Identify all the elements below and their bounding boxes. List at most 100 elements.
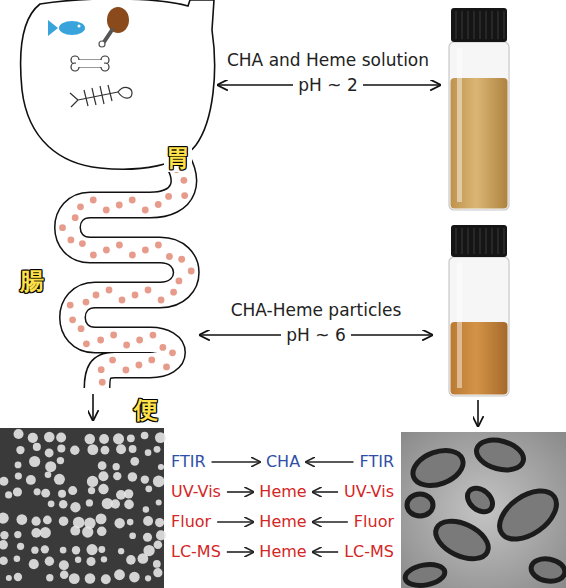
- process-label: CHA-Heme particles: [226, 300, 407, 320]
- particle-dot: [150, 332, 157, 339]
- measurement-arrow: [217, 521, 253, 523]
- particle-dot: [166, 253, 173, 260]
- particle-dot: [72, 214, 79, 221]
- particle-dot: [69, 316, 76, 323]
- method-label: UV-Vis: [168, 481, 224, 502]
- bone-icon: [71, 56, 109, 71]
- organ-label: 胃: [164, 144, 192, 173]
- particle-dot: [78, 325, 85, 332]
- method-text: LC-MS: [171, 542, 221, 561]
- particle-dot: [103, 247, 110, 254]
- tem-image: [401, 432, 566, 588]
- particle-dot: [68, 237, 75, 244]
- measurement-arrow: [227, 551, 254, 553]
- method-text: Heme: [259, 482, 306, 501]
- particle-dot: [180, 177, 187, 184]
- particle-dot: [67, 302, 74, 309]
- particle-dot: [77, 203, 84, 210]
- measurement-arrow: [313, 551, 339, 553]
- process-label: CHA and Heme solution: [222, 50, 434, 70]
- particle-dot: [97, 337, 104, 344]
- method-label: LC-MS: [341, 541, 397, 562]
- down-arrow: [477, 400, 479, 426]
- particle-dot: [158, 297, 165, 304]
- particle-dot: [169, 349, 176, 356]
- particle-dot: [176, 278, 183, 285]
- method-label: Fluor: [351, 511, 397, 532]
- measurement-arrow: [313, 521, 348, 523]
- method-label: UV-Vis: [341, 481, 397, 502]
- particle-dot: [178, 256, 185, 263]
- particle-dot: [181, 192, 188, 199]
- particle-dot: [155, 242, 162, 249]
- particle-dot: [132, 292, 139, 299]
- particle-dot: [83, 299, 90, 306]
- particle-dot: [159, 344, 166, 351]
- method-label: CHA: [263, 451, 303, 472]
- fish-icon: [48, 20, 85, 36]
- particle-dot: [123, 342, 130, 349]
- particle-dot: [136, 362, 143, 369]
- particle-dot: [129, 197, 136, 204]
- method-text: Heme: [259, 542, 306, 561]
- particle-dot: [90, 197, 97, 204]
- measurement-arrow: [227, 491, 253, 493]
- method-text: LC-MS: [344, 542, 394, 561]
- particle-dot: [103, 207, 110, 214]
- method-text: CHA: [266, 452, 300, 471]
- tem-image: [0, 428, 166, 588]
- method-label: FTIR: [356, 451, 397, 472]
- method-label: LC-MS: [168, 541, 224, 562]
- drumstick-icon: [99, 7, 129, 47]
- particle-dot: [123, 367, 130, 374]
- particle-dot: [148, 357, 155, 364]
- particle-dot: [98, 366, 105, 373]
- method-label: Heme: [256, 511, 309, 532]
- measurement-arrow: [212, 461, 260, 463]
- particle-dot: [116, 242, 123, 249]
- method-label: Heme: [256, 541, 309, 562]
- particle-dot: [109, 357, 116, 364]
- method-text: UV-Vis: [171, 482, 221, 501]
- method-text: Fluor: [171, 512, 211, 531]
- particle-dot: [136, 337, 143, 344]
- method-text: Fluor: [354, 512, 394, 531]
- intestine-lumen: [68, 150, 187, 390]
- particle-dot: [79, 240, 86, 247]
- method-label: Heme: [256, 481, 309, 502]
- particle-dot: [110, 332, 117, 339]
- particle-dot: [163, 364, 170, 371]
- particle-dot: [155, 201, 162, 208]
- particle-dot: [99, 379, 106, 386]
- particle-dot: [59, 224, 66, 231]
- measurement-arrow: [313, 491, 338, 493]
- organ-label: 便: [132, 396, 160, 425]
- particle-dot: [90, 252, 97, 259]
- method-label: FTIR: [168, 451, 209, 472]
- particle-dots: [59, 150, 195, 386]
- vials: [449, 8, 509, 396]
- vial: [449, 8, 509, 210]
- particle-dot: [119, 297, 126, 304]
- down-arrow: [92, 394, 94, 420]
- method-label: Fluor: [168, 511, 214, 532]
- method-text: UV-Vis: [344, 482, 394, 501]
- method-text: FTIR: [359, 452, 394, 471]
- particle-dot: [145, 287, 152, 294]
- particle-dot: [142, 207, 149, 214]
- measurement-arrow: [306, 461, 353, 463]
- particle-dot: [165, 193, 172, 200]
- ph-label: pH ~ 2: [293, 75, 362, 95]
- particle-dot: [83, 340, 90, 347]
- particle-dot: [170, 289, 177, 296]
- fish-skeleton-icon: [70, 85, 132, 107]
- organ-label: 腸: [18, 267, 46, 296]
- particle-dot: [116, 202, 123, 209]
- ph-label: pH ~ 6: [281, 325, 350, 345]
- particle-dot: [129, 252, 136, 259]
- method-text: FTIR: [171, 452, 206, 471]
- particle-dot: [106, 287, 113, 294]
- particle-dot: [188, 268, 195, 275]
- method-text: Heme: [259, 512, 306, 531]
